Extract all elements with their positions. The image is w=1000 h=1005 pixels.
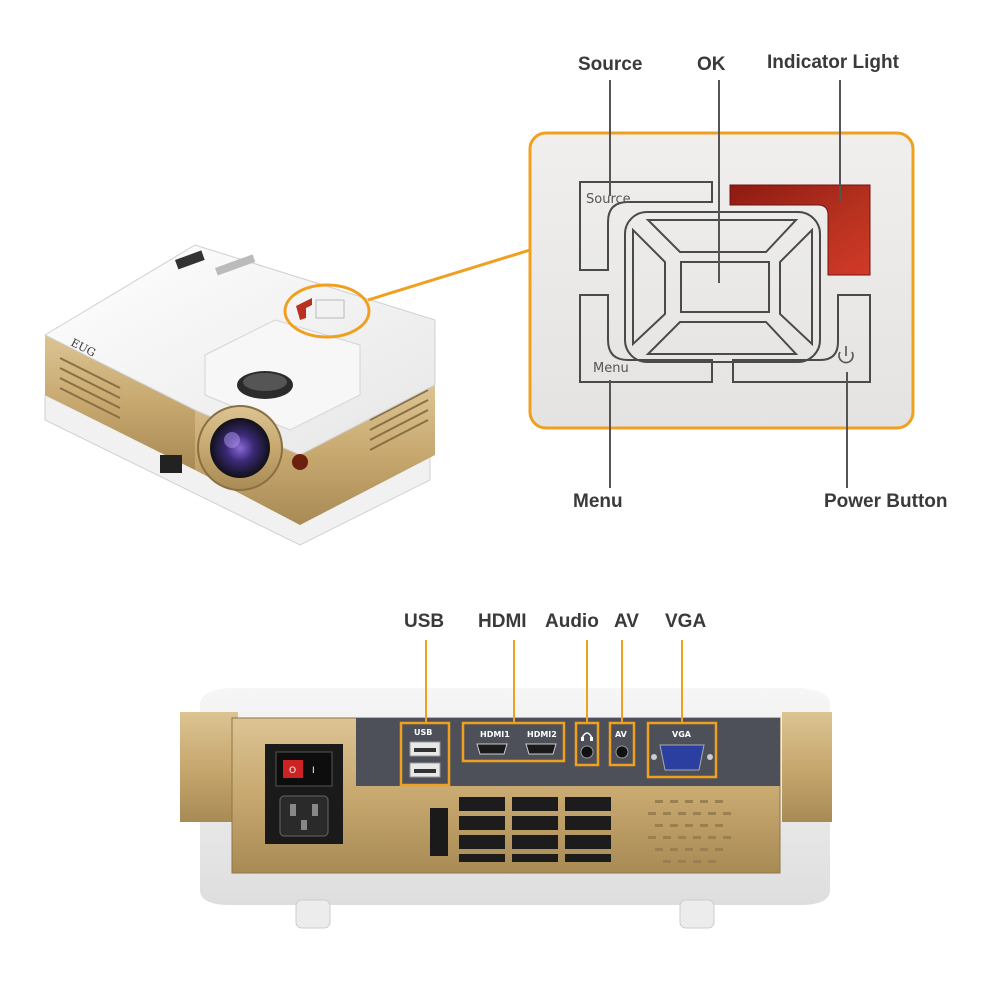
power-key [732, 294, 871, 383]
bottom-leader-lines [425, 640, 683, 723]
left-key [632, 227, 666, 347]
up-key [645, 219, 799, 253]
speaker-holes [648, 800, 731, 863]
hdmi2-label: HDMI2 [527, 730, 557, 739]
power-button-callout: Power Button [824, 491, 948, 512]
menu-key [579, 294, 713, 383]
svg-text:O: O [289, 766, 296, 776]
av-callout: AV [614, 611, 639, 632]
zoom-connector-line [367, 248, 531, 302]
down-key [645, 321, 799, 355]
direction-pad [624, 211, 821, 363]
menu-callout: Menu [573, 491, 623, 512]
projector-rear-view: O I [180, 688, 832, 929]
source-callout: Source [578, 54, 643, 75]
keypad-highlight-circle [283, 283, 371, 339]
audio-callout: Audio [545, 611, 599, 632]
ok-key [680, 261, 770, 313]
right-key [779, 227, 813, 347]
rear-vent-grid [459, 797, 611, 862]
usb-port-label: USB [414, 728, 432, 737]
ok-callout: OK [697, 54, 726, 75]
vga-callout: VGA [665, 611, 707, 632]
usb-ports: USB [399, 721, 451, 787]
menu-panel-label: Menu [593, 361, 629, 376]
projector-front-view: EUG [43, 244, 436, 546]
control-panel-zoom: Source Menu [528, 131, 915, 430]
hdmi1-label: HDMI1 [480, 730, 510, 739]
indicator-light [729, 184, 871, 276]
hdmi-callout: HDMI [478, 611, 527, 632]
power-icon [838, 346, 854, 364]
top-leader-lines [609, 80, 848, 488]
source-panel-label: Source [586, 192, 631, 207]
av-port-label: AV [615, 730, 628, 739]
vga-port-label: VGA [672, 730, 692, 739]
audio-port [574, 721, 600, 767]
usb-callout: USB [404, 611, 445, 632]
indicator-light-callout: Indicator Light [767, 52, 899, 73]
source-key [579, 181, 713, 271]
headphone-icon [581, 732, 593, 741]
svg-text:I: I [312, 766, 315, 776]
